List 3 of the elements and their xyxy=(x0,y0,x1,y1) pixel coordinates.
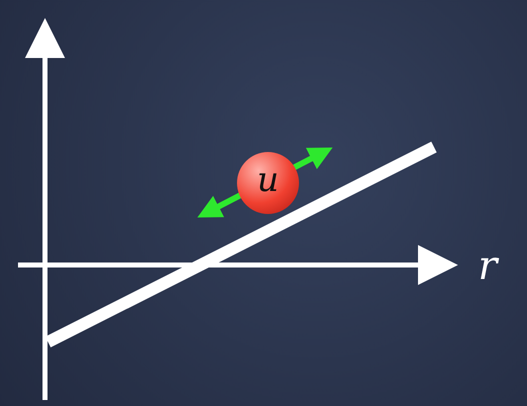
axis-label: r xyxy=(478,246,498,286)
variable-label: u xyxy=(257,163,279,197)
ball xyxy=(237,152,299,214)
